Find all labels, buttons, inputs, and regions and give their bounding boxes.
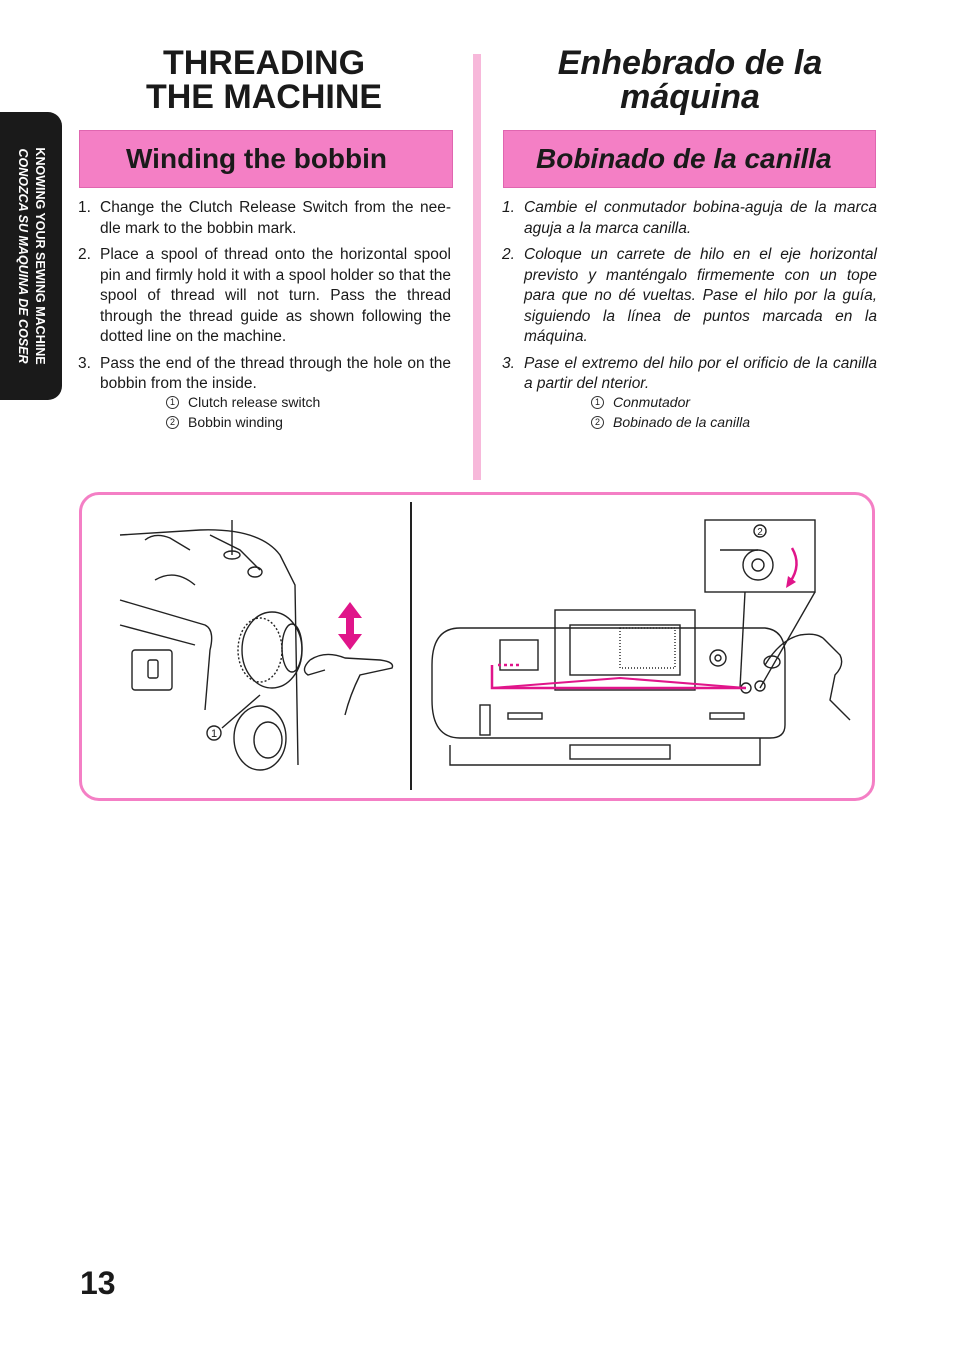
legend-english: 1 Clutch release switch 2 Bobbin winding (166, 393, 320, 432)
panel-window (131, 649, 173, 691)
step-text: Place a spool of thread onto the horizon… (100, 246, 451, 345)
title-line-1: THREADING (162, 44, 366, 82)
callout-circle (753, 524, 767, 538)
bobbin-winder-knob (709, 649, 727, 667)
clutch-switch-illustration: 1 (119, 520, 394, 771)
side-tab-spanish: CONOZCA SU MAQUINA DE COSER (16, 148, 30, 364)
rotation-arrow-icon (788, 547, 798, 583)
step-number: 2. (78, 246, 91, 263)
front-panel (119, 599, 213, 711)
illustration-divider (410, 502, 412, 790)
bobbin-winding-illustration: 2 (431, 519, 851, 766)
legend-text: Conmutador (613, 394, 691, 410)
bobbin-icon (742, 549, 774, 581)
step-number: 3. (78, 354, 91, 372)
machine-vent (154, 574, 196, 586)
panel-window-mark (147, 659, 159, 679)
callout-circle (206, 725, 222, 741)
handwheel-knurl (237, 617, 283, 683)
legend-item: 2 Bobinado de la canilla (591, 413, 750, 433)
clutch-release-switch (281, 623, 303, 673)
machine-side-detail (479, 704, 491, 736)
legend-item: 1 Clutch release switch (166, 393, 320, 413)
column-divider (473, 54, 481, 480)
lower-dial (233, 705, 287, 771)
hand-outline (764, 633, 851, 721)
legend-item: 2 Bobbin winding (166, 413, 320, 433)
machine-base (449, 738, 761, 766)
callout-number: 2 (166, 415, 179, 429)
spool-area (569, 624, 681, 676)
machine-top-detail (144, 534, 191, 551)
callout-number: 1 (211, 728, 217, 740)
spool-pin-base (223, 550, 241, 560)
page-number: 13 (80, 1265, 116, 1301)
step-item: 2. Coloque un carrete de hilo en el eje … (502, 245, 877, 348)
step-item: 3. Pase el extremo del hilo por el orifi… (502, 354, 877, 395)
step-item: 2. Place a spool of thread onto the hori… (78, 245, 451, 348)
callout-leader (221, 694, 261, 729)
bobbin-center (751, 558, 765, 572)
hand-outline (309, 653, 394, 716)
page-title-spanish: Enhebrado de la máquina (500, 46, 880, 114)
legend-text: Bobbin winding (188, 413, 283, 430)
step-text: Change the Clutch Release Switch from th… (100, 199, 451, 237)
thread-spool (619, 627, 676, 669)
hand-fingertip (763, 655, 781, 669)
callout-number: 1 (166, 396, 179, 410)
callout-number: 2 (591, 415, 604, 429)
legend-text: Clutch release switch (188, 394, 321, 410)
thread-path-guide (491, 676, 747, 689)
side-section-tab: KNOWING YOUR SEWING MACHINE CONOZCA SU M… (0, 112, 62, 400)
machine-slot (709, 712, 745, 720)
legend-item: 1 Conmutador (591, 393, 750, 413)
inset-leader (739, 591, 746, 689)
step-text: Coloque un carrete de hilo en el eje hor… (524, 246, 877, 345)
steps-list-english: 1. Change the Clutch Release Switch from… (78, 198, 451, 401)
step-number: 2. (502, 246, 515, 263)
legend-text: Bobinado de la canilla (613, 413, 750, 430)
machine-top-outline (431, 627, 786, 739)
side-tab-english: KNOWING YOUR SEWING MACHINE (33, 147, 47, 365)
title-line-2: máquina (620, 78, 760, 116)
title-line-1: Enhebrado de la (557, 44, 823, 82)
step-text: Pass the end of the thread through the h… (100, 354, 451, 393)
machine-outline (119, 529, 299, 766)
machine-screw (247, 566, 263, 578)
machine-slot (507, 712, 543, 720)
callout-number: 2 (757, 527, 763, 538)
step-text: Cambie el conmutador bobina-aguja de la … (524, 199, 877, 237)
page-title-english: THREADING THE MACHINE (74, 46, 454, 114)
step-item: 1. Cambie el conmutador bobina-aguja de … (502, 198, 877, 239)
title-line-2: THE MACHINE (145, 78, 383, 116)
bobbin-spindle (754, 680, 766, 692)
inset-detail-box (704, 519, 816, 593)
step-text: Pase el extremo del hilo por el orificio… (524, 354, 877, 393)
step-item: 1. Change the Clutch Release Switch from… (78, 198, 451, 239)
callout-number: 1 (591, 396, 604, 410)
bobbin-winder-center (714, 654, 722, 662)
section-heading-english: Winding the bobbin (79, 130, 453, 188)
step-number: 1. (502, 199, 515, 216)
double-arrow-icon (338, 602, 362, 650)
machine-top-detail (209, 534, 261, 571)
step-number: 3. (502, 354, 515, 372)
step-item: 3. Pass the end of the thread through th… (78, 354, 451, 395)
front-panel-line (119, 624, 196, 646)
thread-guide-plate (499, 639, 539, 671)
section-heading-spanish: Bobinado de la canilla (503, 130, 876, 188)
lower-dial-center (253, 721, 283, 759)
spool-cover (554, 609, 696, 691)
side-tab-text: KNOWING YOUR SEWING MACHINE CONOZCA SU M… (14, 147, 48, 364)
steps-list-spanish: 1. Cambie el conmutador bobina-aguja de … (502, 198, 877, 401)
machine-front-detail (569, 744, 671, 760)
hand-finger (303, 659, 326, 676)
rotation-arrowhead (786, 576, 796, 588)
step-number: 1. (78, 199, 91, 216)
legend-spanish: 1 Conmutador 2 Bobinado de la canilla (591, 393, 750, 432)
